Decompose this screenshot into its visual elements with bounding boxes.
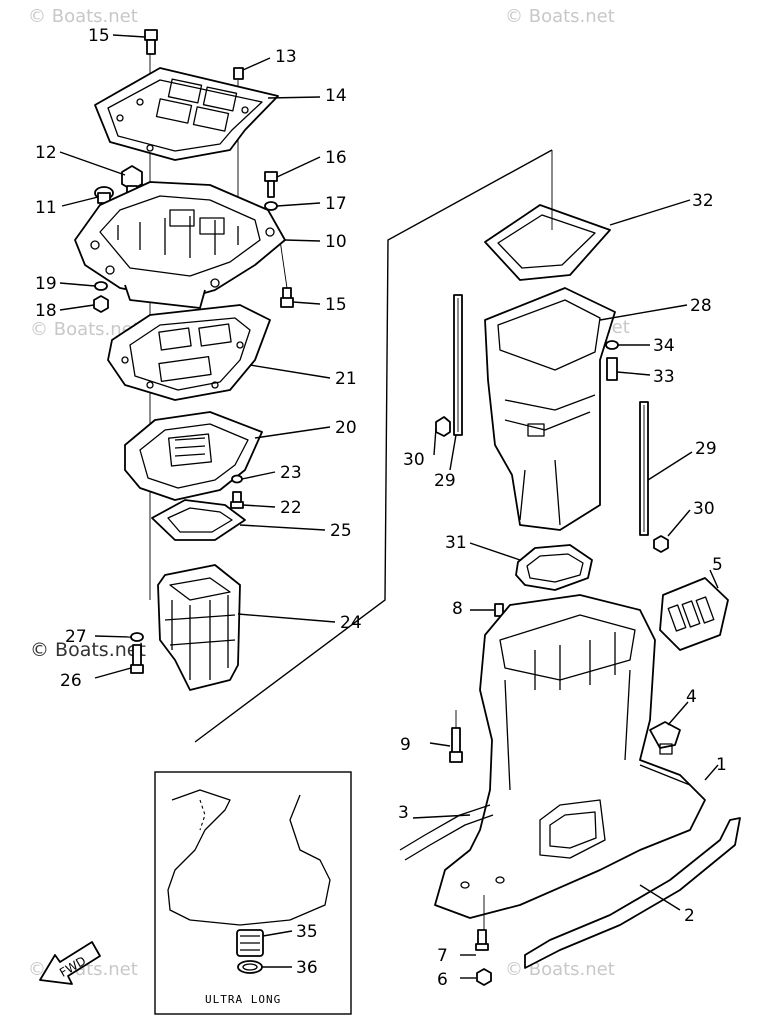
bolt-15-top (144, 29, 158, 55)
callout-29-left: 29 (434, 471, 456, 491)
callout-9: 9 (400, 735, 411, 755)
watermark-bottom-right: © Boats.net (505, 959, 615, 980)
callout-21: 21 (335, 369, 357, 389)
pin-13 (233, 67, 244, 80)
nut-18 (93, 295, 109, 313)
mount-4 (649, 721, 681, 755)
seal-ring-31 (515, 544, 593, 591)
callout-labels: 15 13 14 12 11 16 17 10 19 18 15 21 20 2… (35, 26, 727, 990)
hose-3 (399, 804, 491, 851)
bolt-9 (449, 727, 463, 763)
washer-17 (264, 201, 278, 211)
seal-strip-29-left (453, 294, 463, 436)
gasket-25 (151, 499, 246, 541)
callout-24: 24 (340, 613, 362, 633)
callout-1: 1 (716, 755, 727, 775)
washer-23 (231, 474, 243, 484)
callout-20: 20 (335, 418, 357, 438)
callout-31: 31 (445, 533, 467, 553)
callout-5: 5 (712, 555, 723, 575)
callout-3: 3 (398, 803, 409, 823)
watermark-mid-left: © Boats.net (30, 319, 140, 340)
callout-18: 18 (35, 301, 57, 321)
nut-30-right (653, 535, 669, 553)
upper-casing-28 (484, 287, 616, 531)
callout-27: 27 (65, 627, 87, 647)
callout-23: 23 (280, 463, 302, 483)
watermark-center-left: © Boats.net (30, 639, 146, 661)
gasket-14 (94, 67, 279, 161)
divider-line (194, 149, 553, 743)
lower-casing-1 (434, 594, 706, 919)
washer-34 (605, 340, 619, 350)
exhaust-guide-10 (74, 181, 286, 309)
inset-title: ULTRA LONG (205, 993, 281, 1006)
callout-15-lower: 15 (325, 295, 347, 315)
bolt-7 (475, 929, 489, 951)
callout-8: 8 (452, 599, 463, 619)
callout-22: 22 (280, 498, 302, 518)
bolt-33 (606, 357, 618, 381)
inset-housing-outline (167, 789, 331, 926)
callout-11: 11 (35, 198, 57, 218)
bolt-15-lower (280, 287, 294, 308)
callout-10: 10 (325, 232, 347, 252)
grille-5 (659, 577, 729, 651)
callout-33: 33 (653, 367, 675, 387)
rubber-strip-2 (524, 817, 741, 969)
pin-8 (494, 603, 504, 617)
seal-strip-29-right (639, 401, 649, 536)
exhaust-manifold-24 (157, 564, 241, 691)
washer-19 (94, 281, 108, 291)
callout-36: 36 (296, 958, 318, 978)
callout-25: 25 (330, 521, 352, 541)
nut-6 (476, 968, 492, 986)
gasket-32 (484, 204, 611, 281)
clip-36 (237, 960, 263, 974)
callout-32: 32 (692, 191, 714, 211)
callout-4: 4 (686, 687, 697, 707)
callout-29-right: 29 (695, 439, 717, 459)
callout-2: 2 (684, 906, 695, 926)
nut-30-left (435, 416, 451, 437)
gear-35 (236, 929, 264, 957)
bolt-16 (264, 171, 278, 198)
ultra-long-inset (154, 771, 352, 1015)
watermark-top-left: © Boats.net (28, 6, 138, 27)
watermark-top-right: © Boats.net (505, 6, 615, 27)
callout-30-right: 30 (693, 499, 715, 519)
callout-7: 7 (437, 946, 448, 966)
washer-27 (130, 632, 144, 642)
callout-34: 34 (653, 336, 675, 356)
bolt-22 (230, 491, 244, 509)
callout-15-top: 15 (88, 26, 110, 46)
leader-lines (59, 34, 719, 979)
plate-20 (124, 411, 263, 501)
callout-19: 19 (35, 274, 57, 294)
callout-6: 6 (437, 970, 448, 990)
bolt-26 (130, 644, 144, 674)
gasket-21 (107, 304, 271, 401)
callout-17: 17 (325, 194, 347, 214)
callout-16: 16 (325, 148, 347, 168)
alignment-line-15 (279, 239, 289, 296)
callout-28: 28 (690, 296, 712, 316)
callout-35: 35 (296, 922, 318, 942)
callout-30-left: 30 (403, 450, 425, 470)
callout-26: 26 (60, 671, 82, 691)
callout-14: 14 (325, 86, 347, 106)
callout-13: 13 (275, 47, 297, 67)
callout-12: 12 (35, 143, 57, 163)
